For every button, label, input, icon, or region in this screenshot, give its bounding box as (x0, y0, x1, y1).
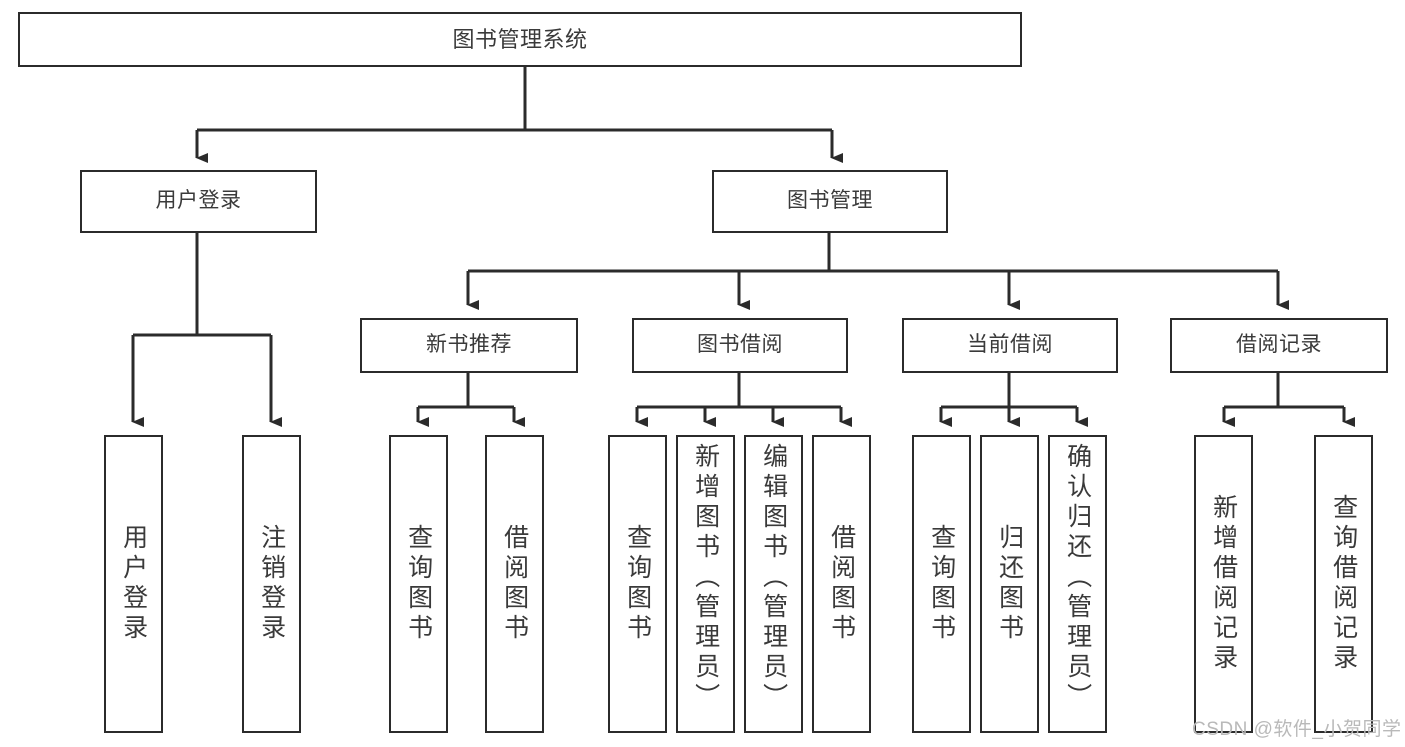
csdn-watermark: CSDN @软件_小贺同学 (1192, 719, 1402, 740)
node-label: 查询图书 (927, 524, 956, 644)
node-label: 查询图书 (623, 524, 652, 644)
leaf-new-book-borrow-book[interactable]: 借阅图书 (485, 435, 544, 733)
node-label: 图书借阅 (697, 333, 783, 357)
leaf-current-borrow-query-book[interactable]: 查询图书 (912, 435, 971, 733)
node-borrow-record[interactable]: 借阅记录 (1170, 318, 1388, 373)
node-label: 当前借阅 (967, 333, 1053, 357)
leaf-book-borrow-add-book-admin[interactable]: 新增图书（管理员） (676, 435, 735, 733)
node-label: 新增借阅记录 (1209, 494, 1238, 674)
node-label: 图书管理 (787, 189, 873, 213)
leaf-current-borrow-confirm-return-admin[interactable]: 确认归还（管理员） (1048, 435, 1107, 733)
node-label: 编辑图书（管理员） (759, 443, 788, 713)
node-label: 查询借阅记录 (1329, 494, 1358, 674)
leaf-new-book-query-book[interactable]: 查询图书 (389, 435, 448, 733)
node-book-management[interactable]: 图书管理 (712, 170, 948, 233)
node-new-book-recommend[interactable]: 新书推荐 (360, 318, 578, 373)
node-label: 新增图书（管理员） (691, 443, 720, 713)
leaf-user-login-logout[interactable]: 注销登录 (242, 435, 301, 733)
node-user-login[interactable]: 用户登录 (80, 170, 317, 233)
leaf-user-login-login[interactable]: 用户登录 (104, 435, 163, 733)
node-label: 借阅记录 (1236, 333, 1322, 357)
leaf-current-borrow-return-book[interactable]: 归还图书 (980, 435, 1039, 733)
node-label: 新书推荐 (426, 333, 512, 357)
node-label: 归还图书 (995, 524, 1024, 644)
node-label: 图书管理系统 (452, 26, 588, 52)
node-label: 注销登录 (257, 524, 286, 644)
node-label: 用户登录 (155, 189, 242, 213)
leaf-book-borrow-query-book[interactable]: 查询图书 (608, 435, 667, 733)
leaf-book-borrow-edit-book-admin[interactable]: 编辑图书（管理员） (744, 435, 803, 733)
leaf-borrow-record-query-record[interactable]: 查询借阅记录 (1314, 435, 1373, 733)
leaf-book-borrow-borrow-book[interactable]: 借阅图书 (812, 435, 871, 733)
leaf-borrow-record-add-record[interactable]: 新增借阅记录 (1194, 435, 1253, 733)
node-label: 查询图书 (404, 524, 433, 644)
node-label: 用户登录 (119, 524, 148, 644)
node-label: 确认归还（管理员） (1063, 443, 1092, 713)
node-current-borrow[interactable]: 当前借阅 (902, 318, 1118, 373)
node-root-book-management-system[interactable]: 图书管理系统 (18, 12, 1022, 67)
node-label: 借阅图书 (827, 524, 856, 644)
node-label: 借阅图书 (500, 524, 529, 644)
node-book-borrow[interactable]: 图书借阅 (632, 318, 848, 373)
